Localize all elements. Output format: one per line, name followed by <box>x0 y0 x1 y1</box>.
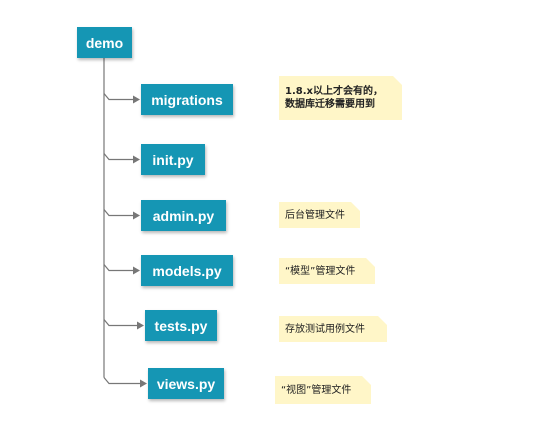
arrowhead-init <box>133 155 140 164</box>
branch-line-models <box>103 264 134 272</box>
branch-line-init <box>103 153 134 161</box>
note-views-text: “视图”管理文件 <box>281 384 352 396</box>
note-models: “模型”管理文件 <box>279 258 375 284</box>
arrowhead-admin <box>133 211 140 220</box>
node-views-py: views.py <box>148 368 224 399</box>
note-tests: 存放测试用例文件 <box>279 316 387 342</box>
node-admin-py: admin.py <box>141 200 226 231</box>
node-tests-py: tests.py <box>145 310 217 341</box>
branch-line-views <box>103 377 141 385</box>
note-views: “视图”管理文件 <box>275 376 371 404</box>
branch-line-migrations <box>103 93 134 101</box>
note-admin-text: 后台管理文件 <box>285 209 345 221</box>
note-migrations-line-1: 1.8.x以上才会有的， <box>285 86 383 97</box>
note-tests-text: 存放测试用例文件 <box>285 323 365 335</box>
note-migrations-line-2: 数据库迁移需要用到 <box>285 99 375 110</box>
branch-line-admin <box>103 209 134 217</box>
root-node-demo: demo <box>77 27 132 58</box>
arrowhead-models <box>133 266 140 275</box>
note-models-text: “模型”管理文件 <box>285 265 356 277</box>
branch-line-tests <box>103 319 138 327</box>
arrowhead-migrations <box>133 95 140 104</box>
node-models-py: models.py <box>141 255 233 286</box>
node-init-py: init.py <box>141 144 205 175</box>
note-admin: 后台管理文件 <box>279 202 360 228</box>
arrowhead-views <box>140 379 147 388</box>
note-migrations: 1.8.x以上才会有的， 数据库迁移需要用到 <box>279 76 402 120</box>
node-migrations: migrations <box>141 84 233 115</box>
arrowhead-tests <box>137 321 144 330</box>
